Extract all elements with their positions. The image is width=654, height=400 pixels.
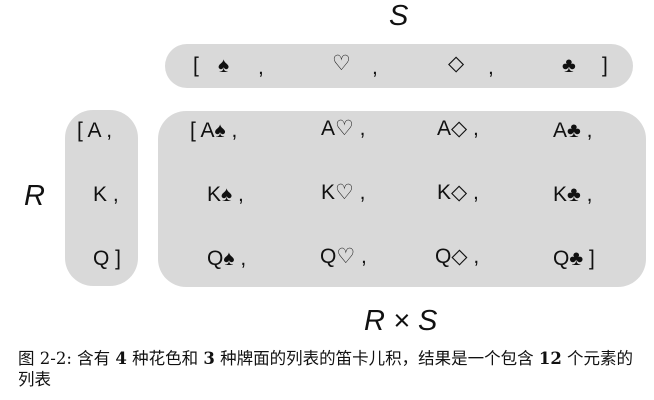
product-cell: K♡ , [321, 181, 366, 204]
product-label: R × S [364, 305, 438, 337]
product-cell: [ A♠ , [190, 119, 238, 142]
suits-comma: , [488, 56, 494, 79]
set-r-label: R [24, 180, 45, 212]
suits-comma: , [372, 56, 378, 79]
set-s-label: S [389, 0, 409, 32]
diamond-icon: ◇ [448, 52, 465, 75]
product-cell: Q♡ , [320, 245, 367, 268]
ranks-list-pill [65, 110, 138, 286]
spade-icon: ♠ [218, 54, 230, 77]
suits-close-bracket: ] [602, 54, 608, 77]
suits-list-pill [165, 44, 633, 88]
suits-open-bracket: [ [193, 54, 199, 77]
rank-item: [ A , [77, 119, 113, 142]
club-icon: ♣ [562, 54, 576, 77]
product-cell: Q♣ ] [553, 247, 595, 270]
caption-figure-number: 图 2-2: [18, 349, 72, 368]
product-cell: Q♠ , [207, 247, 247, 270]
product-cell: A◇ , [437, 117, 479, 140]
product-cell: A♡ , [321, 117, 366, 140]
product-cell: K♠ , [207, 183, 244, 206]
product-cell: A♣ , [553, 119, 593, 142]
figure-caption: 图 2-2: 含有 4 种花色和 3 种牌面的列表的笛卡儿积，结果是一个包含 1… [18, 349, 634, 389]
product-cell: K♣ , [553, 183, 593, 206]
heart-icon: ♡ [332, 52, 351, 75]
rank-item: Q ] [93, 247, 122, 270]
product-cell: Q◇ , [435, 245, 480, 268]
product-cell: K◇ , [437, 181, 479, 204]
rank-item: K , [93, 183, 119, 206]
suits-comma: , [258, 56, 264, 79]
product-list-pill [158, 111, 646, 287]
